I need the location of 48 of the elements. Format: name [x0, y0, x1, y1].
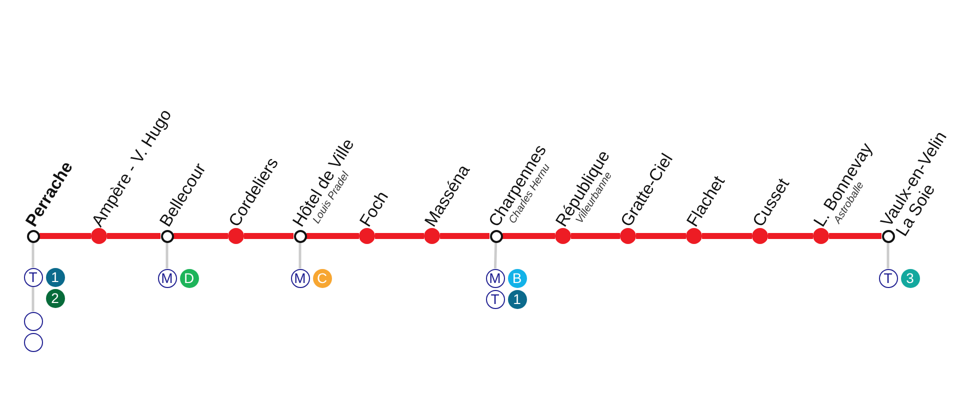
- line-badge: B: [508, 268, 526, 288]
- line-badge: 1: [508, 290, 526, 308]
- station-marker: [91, 228, 107, 244]
- interchange-station-marker: [294, 230, 306, 242]
- metro-line-segment: [702, 233, 752, 239]
- station-marker: [424, 228, 440, 244]
- line-badge: M: [158, 268, 176, 288]
- connector-line: [166, 242, 168, 268]
- metro-line-segment: [440, 233, 490, 239]
- connector-line: [494, 242, 498, 269]
- station-marker: [359, 228, 375, 244]
- line-badge: T: [878, 268, 898, 288]
- service-circle: [24, 332, 42, 352]
- line-badge: T: [486, 290, 504, 308]
- interchange-station-marker: [26, 230, 40, 242]
- connector-line: [886, 242, 890, 268]
- station-marker: [686, 228, 702, 244]
- metro-line-segment: [571, 233, 620, 239]
- line-badge: 3: [900, 268, 920, 288]
- station-marker: [813, 228, 829, 244]
- connector-line: [32, 286, 34, 312]
- connector-line: [298, 242, 302, 268]
- station-marker: [752, 228, 768, 244]
- metro-line-segment: [636, 233, 686, 239]
- metro-line-segment: [768, 233, 813, 239]
- metro-line-segment: [502, 233, 555, 239]
- metro-line-segment: [829, 233, 882, 239]
- interchange-station-marker: [490, 230, 502, 242]
- connector-line: [32, 242, 34, 268]
- line-badge: D: [180, 268, 198, 288]
- line-badge: 1: [46, 268, 64, 286]
- station-marker: [228, 228, 244, 244]
- metro-line-segment: [40, 233, 91, 239]
- station-marker: [620, 228, 636, 244]
- interchange-station-marker: [160, 230, 174, 242]
- metro-line-segment: [244, 233, 294, 239]
- metro-line-segment: [107, 233, 160, 239]
- interchange-station-marker: [882, 230, 894, 242]
- line-badge: M: [486, 268, 504, 288]
- line-badge: C: [312, 268, 332, 288]
- line-badge: M: [290, 268, 310, 288]
- line-badge: 2: [46, 288, 64, 308]
- line-badge: T: [24, 268, 42, 286]
- metro-line-segment: [306, 233, 359, 239]
- station-marker: [555, 228, 571, 244]
- service-circle: [24, 312, 42, 330]
- metro-line-segment: [375, 233, 424, 239]
- metro-line-segment: [174, 233, 228, 239]
